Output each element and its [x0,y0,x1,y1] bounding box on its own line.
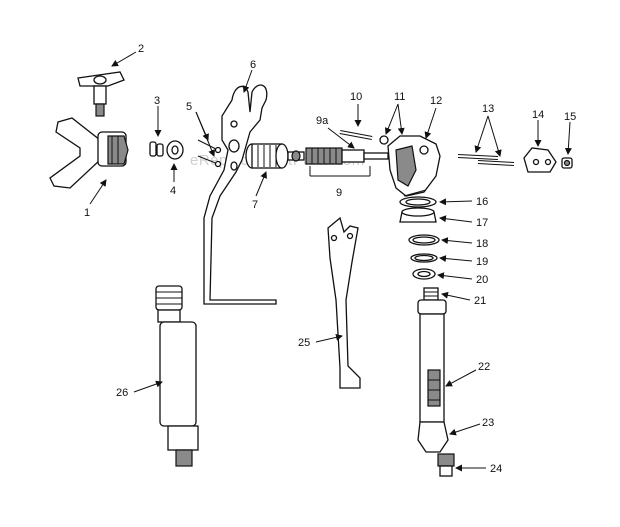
label-14: 14 [532,109,544,121]
label-11: 11 [394,91,405,103]
part-19-oring [410,253,438,263]
part-5-pins [197,139,222,168]
label-7: 7 [252,199,258,211]
part-22-handle [417,299,447,423]
label-3: 3 [154,95,160,107]
part-14-block [523,147,557,173]
part-25-trigger-guard [327,216,361,389]
part-26-extension [155,285,199,467]
part-1-tip-guard [49,117,129,189]
label-20: 20 [476,274,488,286]
label-6: 6 [250,59,256,71]
part-23-handle-end [417,421,449,453]
label-9a: 9a [316,115,329,127]
label-13: 13 [482,103,494,115]
part-17-coupler [399,207,437,223]
part-24-swivel [437,453,455,477]
label-15: 15 [564,111,576,123]
label-9: 9 [336,187,342,199]
part-16-seal [399,196,437,208]
part-3-seal [149,141,164,157]
part-9-valve-assembly [287,147,389,165]
part-12-gun-head [387,135,441,197]
label-17: 17 [476,217,488,229]
part-6-trigger [203,84,277,305]
part-18-oring [408,234,440,246]
label-12: 12 [430,95,442,107]
label-2: 2 [138,43,144,55]
part-13-rods [457,154,515,166]
leader-lines [89,51,572,472]
label-24: 24 [490,463,502,475]
label-18: 18 [476,238,488,250]
label-10: 10 [350,91,362,103]
label-16: 16 [476,196,488,208]
part-2-tip [77,71,125,117]
label-4: 4 [170,185,176,197]
label-21: 21 [474,295,486,307]
part-11-ring [379,135,389,145]
label-19: 19 [476,256,488,268]
label-22: 22 [478,361,490,373]
label-5: 5 [186,101,192,113]
label-25: 25 [298,337,310,349]
part-10-pin [339,130,373,140]
callout-labels: 2 1 3 4 5 6 7 9a 9 10 11 12 13 14 15 16 … [84,43,576,475]
label-23: 23 [482,417,494,429]
part-7-housing [245,143,289,169]
part-4-washer [166,140,184,160]
label-1: 1 [84,207,90,219]
part-21-fitting [423,287,439,301]
part-20-washer [412,268,436,280]
label-26: 26 [116,387,128,399]
part-15-nut [561,157,573,169]
